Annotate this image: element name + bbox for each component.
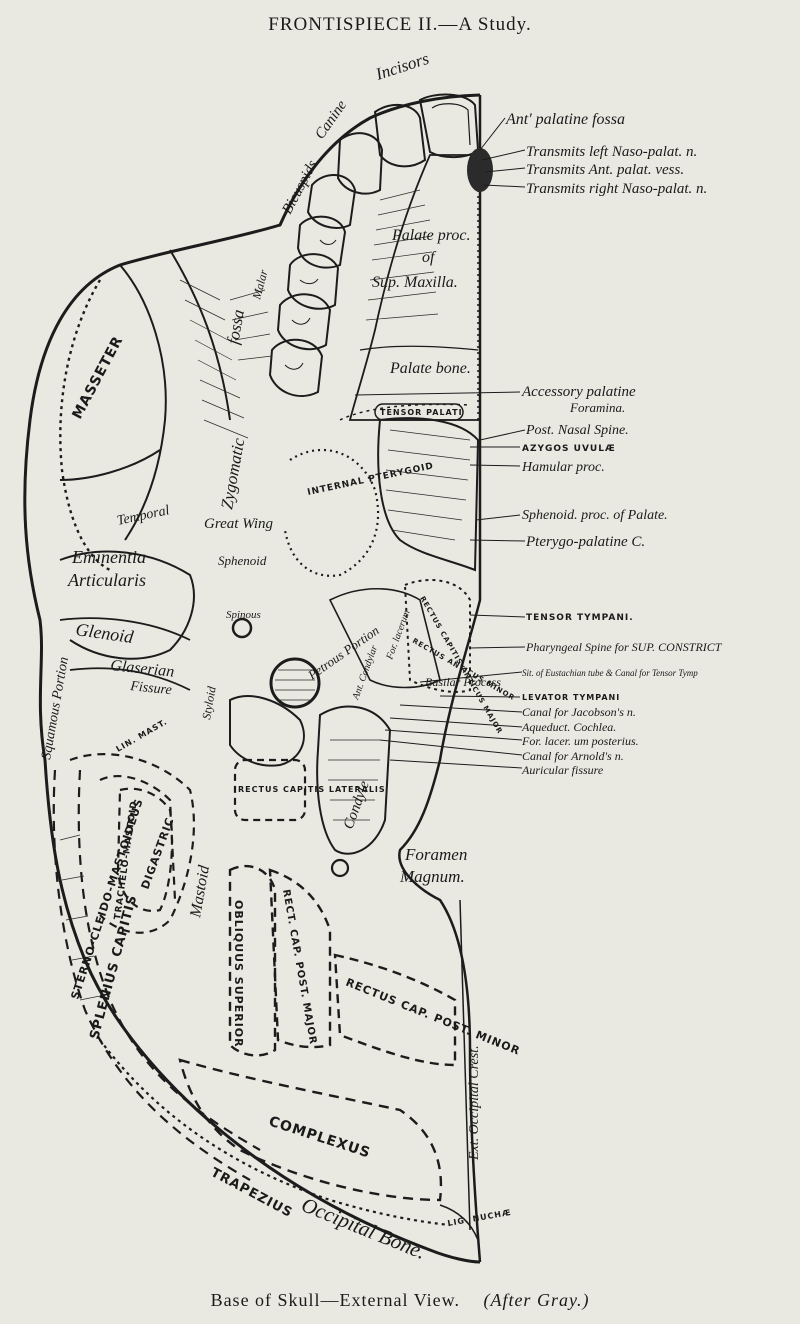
label-mastoid: Mastoid — [187, 863, 213, 920]
label-incisors: Incisors — [372, 49, 431, 84]
callout-canal-jacobson: Canal for Jacobson's n. — [522, 705, 636, 719]
callout-auricular-fissure: Auricular fissure — [521, 763, 604, 777]
callout-levator-tympani: LEVATOR TYMPANI — [522, 693, 620, 702]
glenoid-region — [59, 550, 321, 709]
label-masseter: MASSETER — [69, 333, 126, 422]
caption-credit: (After Gray.) — [483, 1290, 590, 1310]
label-occipital-bone: Occipital Bone. — [298, 1192, 429, 1264]
label-complexus: COMPLEXUS — [267, 1114, 373, 1162]
label-spinous: Spinous — [226, 609, 261, 621]
label-eminentia: Eminentia — [71, 547, 146, 567]
label-rectus-cap-post-minor: RECTUS CAP. POST. MINOR — [344, 976, 522, 1058]
muscle-attachment-areas — [52, 753, 479, 1241]
callout-sphenoid-proc: Sphenoid. proc. of Palate. — [522, 508, 668, 523]
label-lin-mast: LIN. MAST. — [115, 717, 170, 754]
callout-canal-arnold: Canal for Arnold's n. — [522, 749, 624, 763]
callout-foramina: Foramina. — [569, 400, 625, 415]
callout-hamular-proc: Hamular proc. — [521, 460, 605, 475]
label-rect-cap-post-major: RECT. CAP. POST. MAJOR — [280, 889, 318, 1046]
callout-aqueduct-cochlea: Aqueduct. Cochlea. — [521, 720, 616, 734]
label-foramen-magnum-2: Magnum. — [399, 867, 465, 886]
label-styloid: Styloid — [199, 684, 219, 720]
label-ext-occipital-crest: Ext. Occipital Crest. — [467, 1045, 482, 1161]
label-palate-bone: Palate bone. — [389, 360, 471, 377]
callout-pterygo-palatine: Pterygo-palatine C. — [525, 534, 645, 550]
label-tensor-palati: TENSOR PALATI — [380, 408, 463, 417]
callout-post-nasal-spine: Post. Nasal Spine. — [525, 423, 629, 438]
label-bicuspids: Bicuspids — [279, 158, 321, 217]
callout-tensor-tympani: TENSOR TYMPANI. — [526, 613, 634, 623]
callout-pharyngeal-spine: Pharyngeal Spine for SUP. CONSTRICT — [525, 640, 723, 654]
callout-accessory-palatine: Accessory palatine — [521, 384, 636, 400]
callout-ant-palat-vess: Transmits Ant. palat. vess. — [526, 162, 684, 178]
page-title: FRONTISPIECE II.—A Study. — [268, 14, 532, 35]
label-glenoid: Glenoid — [74, 619, 135, 647]
figure-labels: Incisors Canine Bicuspids Palate proc. o… — [39, 49, 522, 1264]
label-lig-nuchae: LIG. NUCHÆ — [447, 1208, 512, 1228]
label-foramen-magnum-1: Foramen — [404, 845, 467, 864]
label-of: of — [422, 249, 437, 266]
label-basilar-process: Basilar Process — [425, 675, 501, 689]
zygomatic-region — [59, 249, 273, 572]
callout-eustachian-tube: Sit. of Eustachian tube & Canal for Tens… — [522, 668, 698, 678]
label-articularis: Articularis — [67, 570, 146, 590]
callout-left-naso-palat: Transmits left Naso-palat. n. — [526, 144, 697, 160]
label-malar: Malar — [249, 268, 271, 302]
plate-caption: Base of Skull—External View. (After Gray… — [0, 1290, 800, 1311]
label-zygomatic: Zygomatic — [217, 436, 248, 510]
skull-outline — [23, 93, 482, 1264]
label-obliquus-superior: OBLIQUUS SUPERIOR — [232, 900, 245, 1048]
callout-for-lacerum-posterius: For. lacer. um posterius. — [521, 734, 639, 748]
callout-azygos-uvulae: AZYGOS UVULÆ — [522, 444, 616, 454]
teeth-row — [268, 93, 480, 397]
label-rectus-capitis-lateralis: RECTUS CAPITIS LATERALIS — [238, 785, 386, 794]
label-internal-pterygoid: INTERNAL PTERYGOID — [307, 461, 435, 498]
callout-right-naso-palat: Transmits right Naso-palat. n. — [526, 181, 707, 197]
label-fissure: Fissure — [129, 679, 173, 698]
label-for-lacerum: For. lacerum — [384, 609, 412, 662]
label-trapezius: TRAPEZIUS — [208, 1165, 295, 1221]
label-glaserian: Glaserian — [110, 657, 175, 681]
pterygoid-region — [283, 403, 480, 693]
label-palate-proc: Palate proc. — [391, 227, 471, 244]
petrous-condyle-region — [229, 695, 392, 878]
caption-title: Base of Skull—External View. — [210, 1290, 460, 1310]
label-sphenoid: Sphenoid — [218, 553, 267, 568]
label-great-wing: Great Wing — [204, 516, 274, 532]
leader-lines — [354, 117, 526, 769]
label-squamous-portion: Squamous Portion — [39, 656, 72, 761]
label-fossa: fossa — [223, 308, 248, 346]
callout-list: Ant' palatine fossa Transmits left Naso-… — [505, 111, 723, 777]
label-sup-maxilla: Sup. Maxilla. — [372, 274, 458, 291]
callout-ant-palatine-fossa: Ant' palatine fossa — [505, 111, 625, 128]
